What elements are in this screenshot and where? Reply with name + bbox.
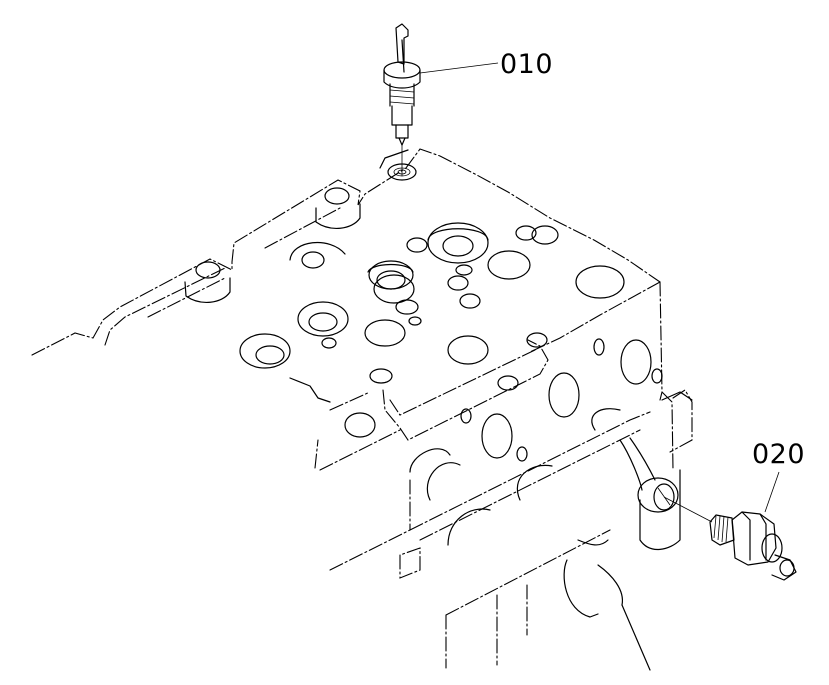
head-ports bbox=[289, 339, 549, 471]
flange-bosses bbox=[184, 187, 361, 303]
cylinder-head-outline bbox=[31, 148, 693, 471]
head-bores bbox=[239, 222, 663, 546]
callout-020-label: 020 bbox=[752, 439, 806, 470]
part-020-switch bbox=[663, 471, 797, 581]
callout-010-label: 010 bbox=[500, 49, 554, 80]
part-010-sensor bbox=[379, 23, 499, 181]
lower-block bbox=[329, 411, 681, 671]
